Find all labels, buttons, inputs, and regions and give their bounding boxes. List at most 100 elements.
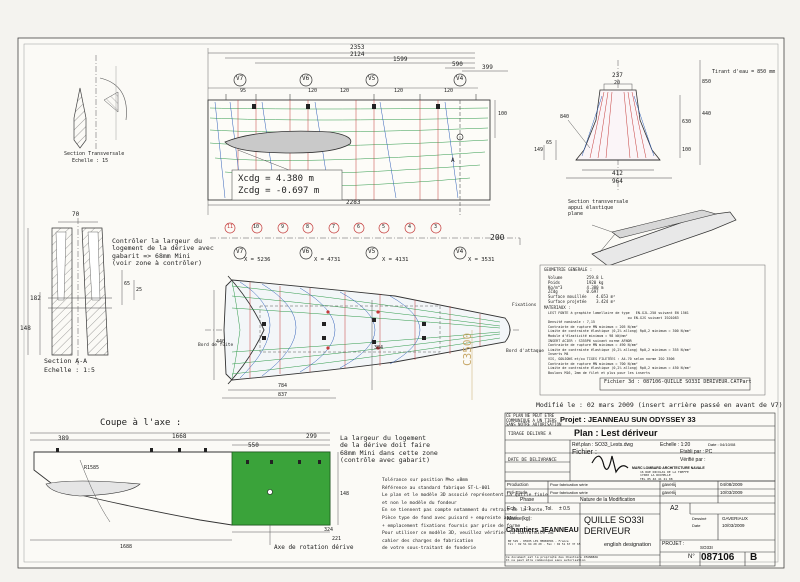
station-11: 11	[227, 224, 234, 230]
part-title-1: QUILLE SO33I	[584, 515, 645, 525]
station-v6: V6	[302, 75, 310, 82]
note-gabarit: Contrôler la largeur du logement de la d…	[112, 237, 214, 268]
dim-1688: 1688	[120, 544, 133, 550]
dim-70: 70	[72, 211, 80, 218]
cog-z: Zcdg = -0.697 m	[238, 186, 320, 196]
dim-182: 182	[30, 295, 41, 302]
spec-row: Volume 259.8 L	[548, 275, 604, 280]
dim-149: 149	[534, 147, 544, 153]
signature-mark	[591, 455, 629, 474]
station-v5: V5	[368, 75, 376, 82]
station-x4131: X = 4131	[382, 257, 409, 263]
material-row: ou EN-GJS suivant ISO1083	[548, 315, 679, 320]
modified-note: Modifié le : 02 mars 2009 (insert arrièr…	[536, 401, 783, 409]
dim-221: 221	[332, 536, 342, 542]
station-5: 5	[382, 224, 386, 230]
dim-550: 550	[248, 442, 259, 449]
tolerance-row: Pour utiliser ce modèle 3D, veuillez vér…	[382, 531, 554, 537]
project-label: PROJET :	[662, 541, 685, 547]
view-title-section-transversale: Section Transversale	[64, 151, 125, 157]
station-v4: V4	[456, 75, 464, 82]
material-row: Contrainte de rupture MN minimum = 700 N…	[548, 361, 638, 366]
dim-2283: 2283	[346, 199, 361, 206]
dim-324: 324	[324, 527, 334, 533]
file3d: Fichier 3d : 087106-QUILLE SO33I DERIVEU…	[604, 379, 752, 385]
iso-label-3: plane	[568, 211, 584, 217]
nature-header: Nature de la Modification	[580, 497, 636, 503]
spec-row: Surface mouillée 4.653 m²	[548, 294, 616, 300]
station-9: 9	[281, 224, 285, 230]
row1-date: 04/08/2009	[720, 482, 743, 487]
station-7: 7	[332, 224, 336, 230]
material-row: Contrainte de rupture MN minimum = 490 N…	[548, 343, 638, 348]
dim-440b: 440	[702, 111, 712, 117]
materials-head: MATERIAUX :	[544, 305, 571, 310]
chantiers-address: BP 529 - 85505 LES HERBIERS - France Tél…	[508, 539, 581, 547]
section-transversale-view	[73, 55, 127, 150]
tolerance-row: Référence au standard fabrique ST-L-001	[382, 485, 490, 491]
dim-784: 784	[278, 383, 288, 389]
c3500-label: C3500	[461, 332, 474, 366]
dim-120d: 120	[444, 88, 454, 94]
dim-237: 237	[612, 72, 623, 79]
profile-view	[207, 48, 508, 215]
dim-148: 148	[20, 325, 31, 332]
material-row: Limite de contrainte élastique (0,2% all…	[548, 347, 691, 352]
station-x3531: X = 3531	[468, 257, 495, 263]
draft-label: Tirant d'eau = 850 mm	[712, 69, 776, 75]
station-v7: V7	[236, 75, 244, 82]
front-view	[543, 60, 701, 190]
file-label: Fichier :	[572, 449, 597, 456]
station-x4731: X = 4731	[314, 257, 341, 263]
material-row: Inserts M4	[548, 352, 569, 357]
ech-label: Ech	[507, 506, 516, 512]
label-axe-rotation: Axe de rotation dérive	[274, 544, 354, 551]
label-bord-fuite: Bord de fuite	[198, 343, 234, 348]
dim-20: 20	[614, 80, 621, 86]
station-10: 10	[253, 224, 260, 230]
dim-100: 100	[498, 111, 508, 117]
spec-row: Surface projetée 3.424 m²	[548, 299, 616, 304]
material-row: VIS, GOUJONS et/ou TIGES FILETÉES : A4-7…	[548, 357, 675, 361]
dim-120b: 120	[340, 88, 350, 94]
checked-by: Vérifié par :	[680, 457, 706, 463]
dim-200: 200	[490, 233, 505, 242]
label-fixations: Fixations	[512, 303, 537, 308]
tolerance-row: Le plan et le modèle 3D associé représen…	[382, 493, 548, 499]
drawn-by: Etabli par : PC	[680, 449, 713, 455]
dim-120c: 120	[394, 88, 404, 94]
dim-1599: 1599	[393, 56, 408, 63]
label-bord-attaque: Bord d'attaque	[506, 349, 544, 354]
dim-2353: 2353	[350, 44, 365, 51]
station-3: 3	[434, 224, 438, 230]
view-scale-aa: Echelle : 1:5	[44, 366, 95, 374]
dim-299: 299	[306, 433, 317, 440]
part-title-2: DERIVEUR	[584, 526, 631, 536]
material-row: Limite de contrainte élastique (0,2% all…	[548, 366, 691, 371]
tolerance-row: Pièce type de fond avec puisard + emprei…	[382, 516, 518, 521]
mass-label: Masse(kg):	[507, 516, 532, 522]
tolerance-row: En se tiennent pas compte notamment du r…	[382, 508, 546, 514]
view-title-coupe-axe: Coupe à l'axe :	[100, 418, 182, 428]
section-aa-view	[27, 218, 135, 365]
row-production-text: Pour fabrication série	[550, 482, 588, 487]
dim-100b: 100	[682, 147, 692, 153]
project-title: Projet : JEANNEAU SUN ODYSSEY 33	[560, 415, 696, 424]
material-row: Boulons M16, 2mm de filet et plus pour l…	[548, 370, 651, 375]
view-scale-15: Echelle : 15	[72, 158, 109, 164]
station-v5-plan: V5	[368, 248, 376, 255]
date-label: Date	[692, 523, 701, 528]
tolerance-row: cahier des charges de fabrication	[382, 538, 474, 544]
dim-384: 384	[374, 345, 384, 351]
ref-plan: Réf.plan : SO33_Lests.dwg	[572, 442, 633, 448]
scale: Echelle : 1:20	[660, 442, 691, 448]
dim-399: 399	[482, 64, 493, 71]
spec-row: Zcdg 0.697	[548, 289, 599, 295]
architect: MARC LOMBARD ARCHITECTURE NAVALE	[632, 466, 705, 470]
view-title-section-aa: Section A-A	[44, 357, 88, 365]
dim-2124: 2124	[350, 51, 365, 58]
cog-x: Xcdg = 4.380 m	[238, 174, 314, 184]
drawn-label: Dessiné	[692, 516, 707, 521]
station-4: 4	[408, 224, 412, 230]
